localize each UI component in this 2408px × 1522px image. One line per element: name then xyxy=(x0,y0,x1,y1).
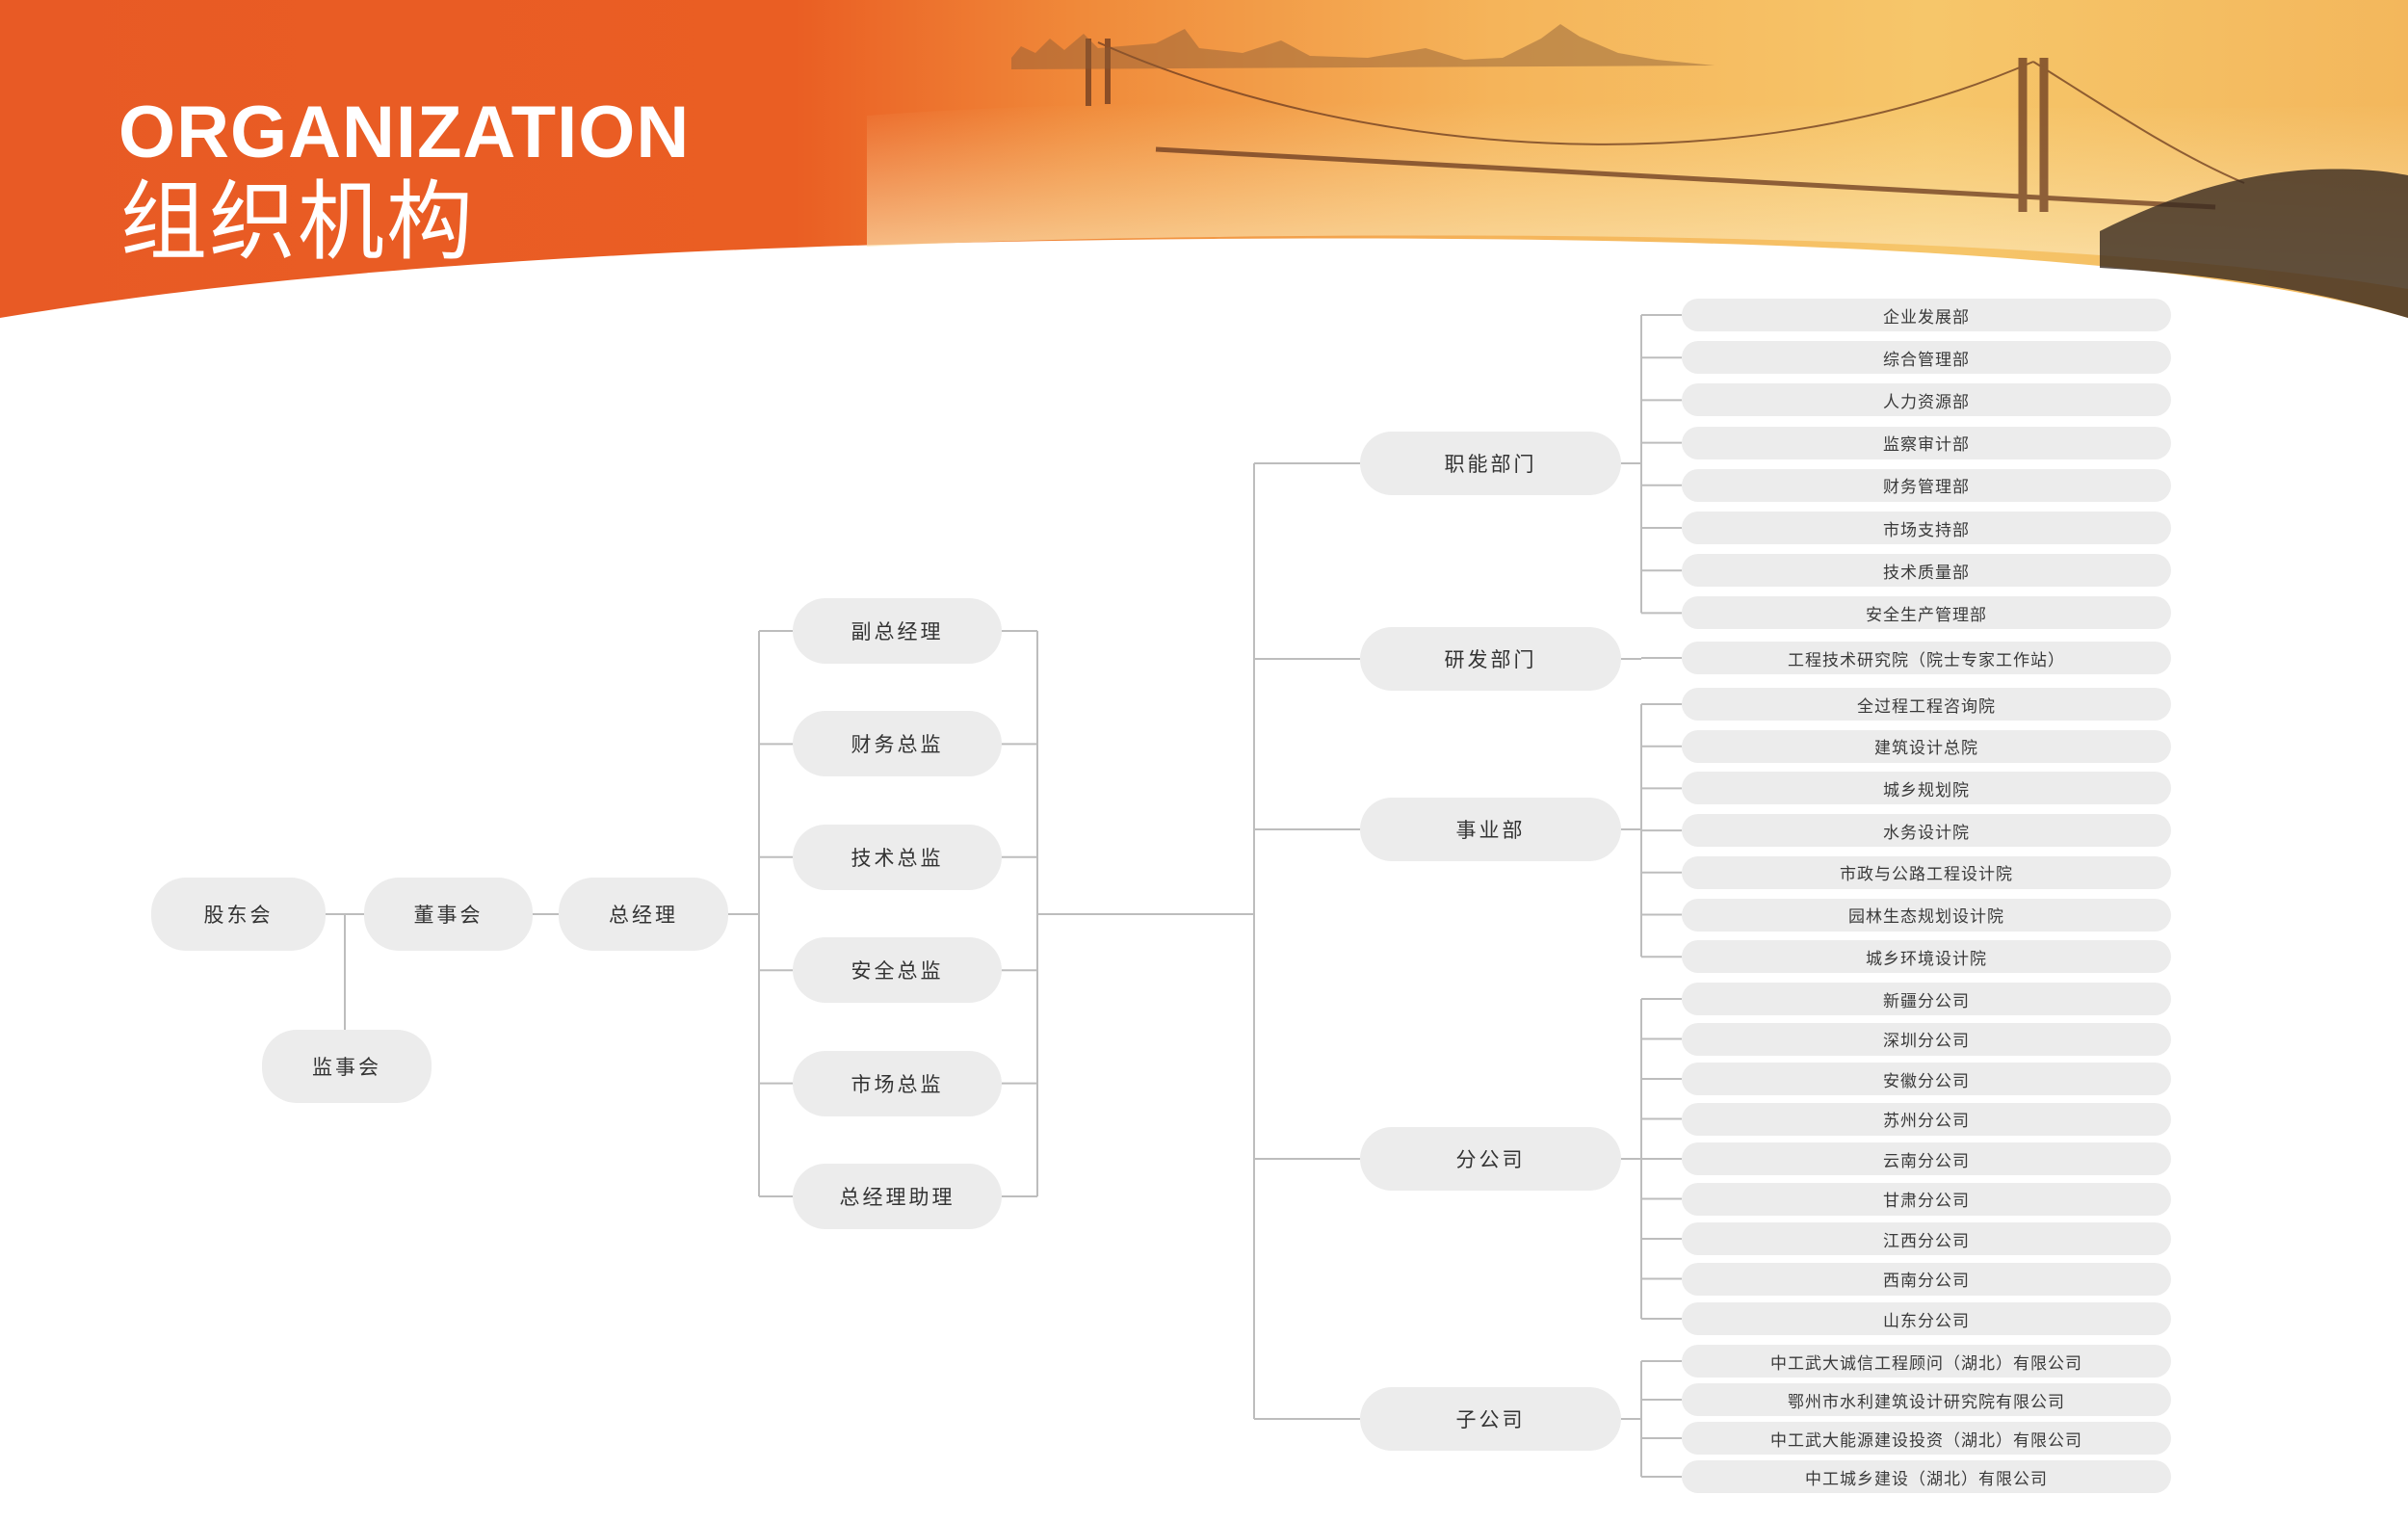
unit-node: 市场支持部 xyxy=(1682,512,2171,544)
unit-node: 中工城乡建设（湖北）有限公司 xyxy=(1682,1460,2171,1493)
exec-node: 技术总监 xyxy=(793,824,1002,890)
unit-node: 城乡规划院 xyxy=(1682,772,2171,805)
header-banner xyxy=(0,0,2408,318)
exec-node: 市场总监 xyxy=(793,1050,1002,1116)
unit-node: 综合管理部 xyxy=(1682,341,2171,375)
unit-node: 水务设计院 xyxy=(1682,814,2171,848)
unit-node: 深圳分公司 xyxy=(1682,1022,2171,1056)
unit-node: 江西分公司 xyxy=(1682,1222,2171,1255)
exec-node: 财务总监 xyxy=(793,711,1002,777)
page-subtitle: 组织机构 xyxy=(120,171,475,273)
unit-node: 园林生态规划设计院 xyxy=(1682,898,2171,932)
unit-node: 监察审计部 xyxy=(1682,426,2171,459)
unit-node: 工程技术研究院（院士专家工作站） xyxy=(1682,642,2171,674)
unit-node: 苏州分公司 xyxy=(1682,1102,2171,1136)
department-node: 事业部 xyxy=(1360,798,1621,861)
node-shareholders: 股东会 xyxy=(151,878,326,951)
unit-node: 鄂州市水利建筑设计研究院有限公司 xyxy=(1682,1383,2171,1416)
unit-node: 人力资源部 xyxy=(1682,383,2171,417)
unit-node: 技术质量部 xyxy=(1682,554,2171,588)
unit-node: 全过程工程咨询院 xyxy=(1682,688,2171,721)
node-supervisors: 监事会 xyxy=(262,1030,432,1103)
department-node: 研发部门 xyxy=(1360,627,1621,691)
exec-node: 总经理助理 xyxy=(793,1164,1002,1229)
unit-node: 西南分公司 xyxy=(1682,1262,2171,1296)
unit-node: 山东分公司 xyxy=(1682,1302,2171,1335)
unit-node: 中工武大诚信工程顾问（湖北）有限公司 xyxy=(1682,1345,2171,1378)
page-title: ORGANIZATION xyxy=(118,92,691,173)
node-general-manager: 总经理 xyxy=(559,878,728,951)
unit-node: 城乡环境设计院 xyxy=(1682,940,2171,974)
unit-node: 企业发展部 xyxy=(1682,299,2171,331)
unit-node: 安全生产管理部 xyxy=(1682,596,2171,630)
bridge-illustration xyxy=(1086,39,2245,212)
unit-node: 云南分公司 xyxy=(1682,1142,2171,1175)
unit-node: 中工武大能源建设投资（湖北）有限公司 xyxy=(1682,1422,2171,1455)
department-node: 分公司 xyxy=(1360,1127,1621,1191)
exec-node: 安全总监 xyxy=(793,937,1002,1004)
unit-node: 建筑设计总院 xyxy=(1682,729,2171,763)
unit-node: 安徽分公司 xyxy=(1682,1063,2171,1095)
department-node: 职能部门 xyxy=(1360,432,1621,495)
node-board: 董事会 xyxy=(364,878,533,951)
unit-node: 市政与公路工程设计院 xyxy=(1682,855,2171,889)
exec-node: 副总经理 xyxy=(793,598,1002,664)
unit-node: 新疆分公司 xyxy=(1682,983,2171,1015)
unit-node: 财务管理部 xyxy=(1682,468,2171,502)
department-node: 子公司 xyxy=(1360,1387,1621,1451)
unit-node: 甘肃分公司 xyxy=(1682,1182,2171,1216)
